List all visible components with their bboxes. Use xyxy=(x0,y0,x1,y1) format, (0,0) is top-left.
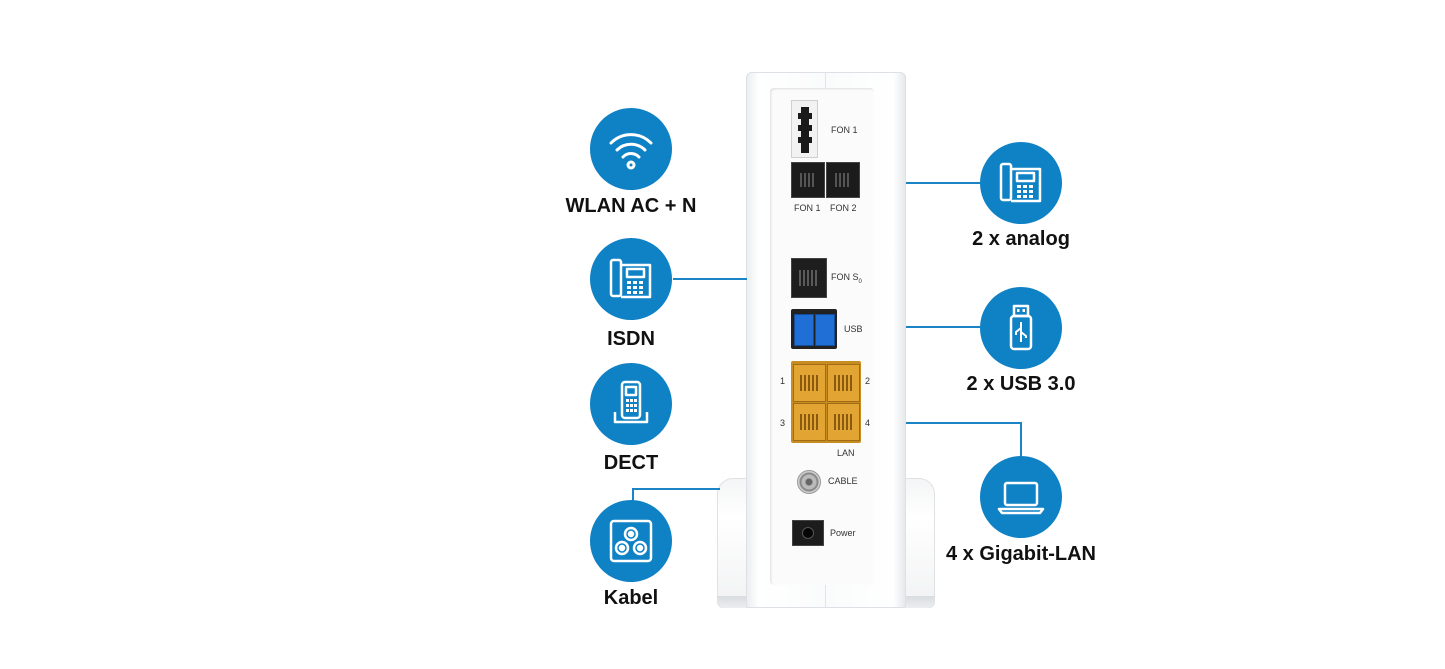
connector-kabel-horizontal xyxy=(632,488,720,490)
isdn-s0-port xyxy=(791,258,827,298)
usb-port-2 xyxy=(815,314,835,346)
port-label-usb: USB xyxy=(844,324,863,334)
port-label-lan2: 2 xyxy=(865,376,871,386)
rj11-port-fon1 xyxy=(791,162,825,198)
isdn-feature xyxy=(590,238,672,320)
connector-usb xyxy=(906,326,982,328)
usb-feature xyxy=(980,287,1062,369)
feature-label-analog: 2 x analog xyxy=(972,228,1070,250)
port-label-fon1-tae: FON 1 xyxy=(831,125,858,135)
connector-lan-vertical xyxy=(1020,422,1022,458)
port-label-lan: LAN xyxy=(837,448,855,458)
connector-analog xyxy=(906,182,982,184)
rj11-port-fon2 xyxy=(826,162,860,198)
port-label-lan4: 4 xyxy=(865,418,871,428)
feature-label-usb: 2 x USB 3.0 xyxy=(966,373,1076,395)
cable-coax-port xyxy=(797,470,821,494)
port-label-fon2: FON 2 xyxy=(830,203,857,213)
feature-label-lan: 4 x Gigabit-LAN xyxy=(945,543,1097,565)
kabel-feature xyxy=(590,500,672,582)
usb-ports xyxy=(791,309,837,349)
power-jack xyxy=(792,520,824,546)
feature-label-dect: DECT xyxy=(603,452,659,474)
feature-label-isdn: ISDN xyxy=(607,328,655,350)
lan-feature xyxy=(980,456,1062,538)
port-label-fon-s0-text: FON S xyxy=(831,272,859,282)
wlan-feature xyxy=(590,108,672,190)
cordless-phone-icon xyxy=(613,380,649,424)
lan-port-2 xyxy=(827,364,860,402)
port-label-lan3: 3 xyxy=(780,418,786,428)
tae-socket-icon xyxy=(798,107,812,153)
port-label-fon-s0-sub: 0 xyxy=(858,278,862,285)
connector-kabel-vertical xyxy=(632,488,634,502)
port-label-cable: CABLE xyxy=(828,476,858,486)
port-label-power: Power xyxy=(830,528,856,538)
feature-label-wlan: WLAN AC + N xyxy=(565,195,697,217)
coax-socket-icon xyxy=(609,519,653,563)
desk-phone-icon xyxy=(609,258,652,299)
connector-isdn xyxy=(673,278,747,280)
lan-port-3 xyxy=(793,403,826,441)
laptop-icon xyxy=(997,481,1045,515)
tae-port xyxy=(791,100,818,158)
usb-port-1 xyxy=(794,314,814,346)
lan-port-4 xyxy=(827,403,860,441)
lan-ports xyxy=(791,361,861,443)
port-label-lan1: 1 xyxy=(780,376,786,386)
analog-feature xyxy=(980,142,1062,224)
lan-port-1 xyxy=(793,364,826,402)
desk-phone-icon xyxy=(999,162,1042,203)
feature-label-kabel: Kabel xyxy=(603,587,659,609)
dect-feature xyxy=(590,363,672,445)
usb-stick-icon xyxy=(1009,304,1033,351)
port-label-fon1: FON 1 xyxy=(794,203,821,213)
wifi-icon xyxy=(609,133,653,170)
port-label-fon-s0: FON S0 xyxy=(831,272,862,285)
connector-lan-horizontal xyxy=(906,422,1022,424)
